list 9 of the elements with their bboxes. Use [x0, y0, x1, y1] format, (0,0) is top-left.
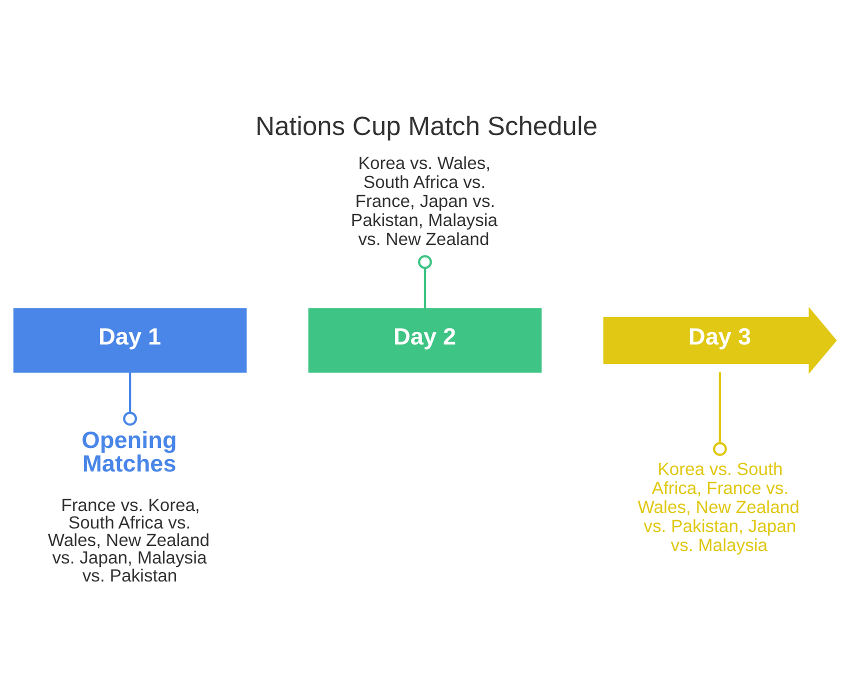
node-box: Day 2 — [308, 308, 542, 373]
node-text: Korea vs. Wales, South Africa vs. France, Japan vs. Pakistan, Malaysia vs. New Zealand — [350, 152, 498, 250]
connector — [123, 372, 137, 426]
node-box: Day 1 — [13, 308, 247, 373]
connector — [418, 255, 432, 309]
connector — [713, 372, 727, 456]
node-text: Korea vs. South Africa, France vs. Wales, New Zealand vs. Pakistan, Japan vs. Malaysia — [638, 458, 800, 556]
node-text: Opening Matches France vs. Korea, South Africa vs. Wales, New Zealand vs. Japan, Malaysia vs. Pakistan — [48, 427, 210, 586]
diagram-title: Nations Cup Match Schedule — [256, 110, 598, 141]
